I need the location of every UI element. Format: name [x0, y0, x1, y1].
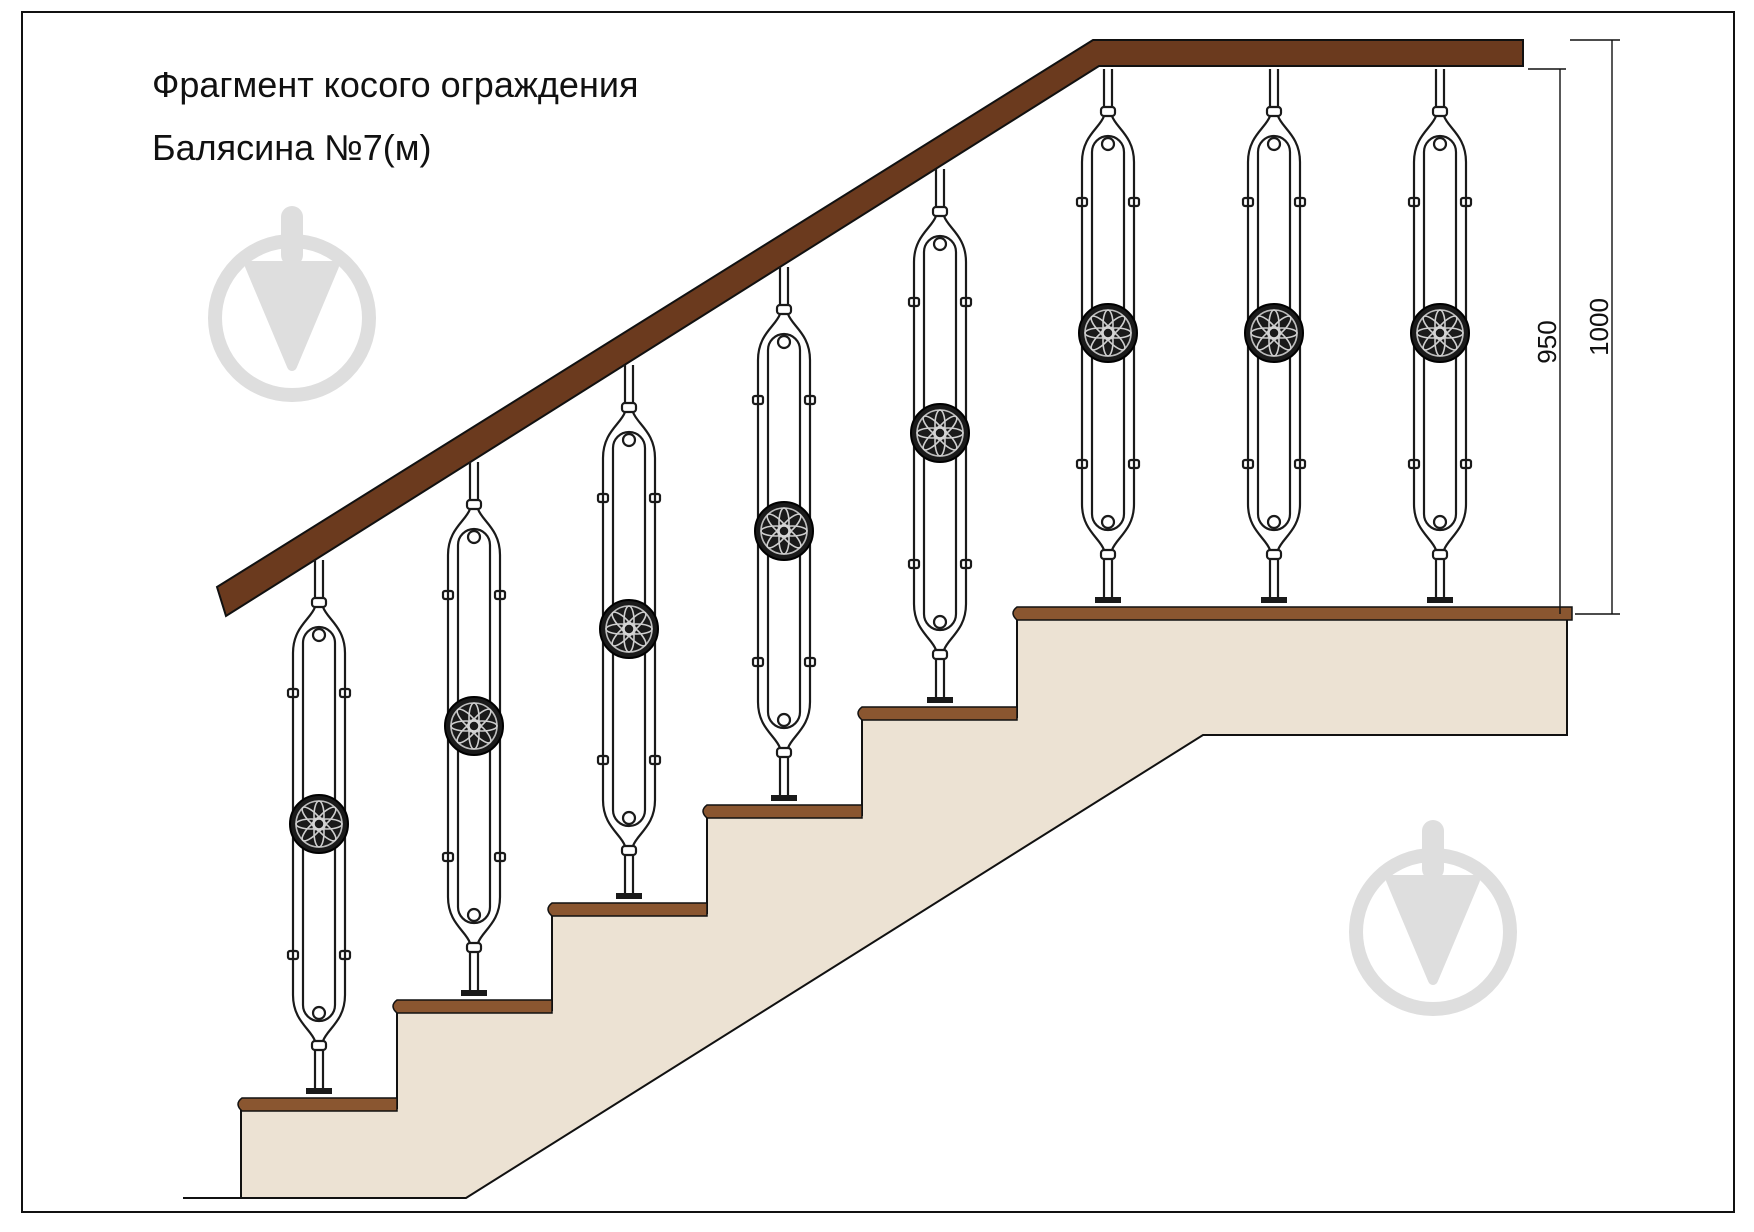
handrail [215, 39, 1524, 618]
tread-5 [857, 706, 1018, 721]
baluster-6 [1075, 69, 1141, 603]
baluster-4 [751, 267, 817, 801]
rosette-ornament [910, 403, 970, 463]
drawing-title: Фрагмент косого ограждения [152, 64, 638, 105]
rosette-ornament [1244, 303, 1304, 363]
drawing-frame [21, 11, 1735, 1213]
tread-4 [702, 804, 863, 819]
balusters [286, 69, 1473, 1094]
tread-2 [392, 999, 553, 1014]
rosette-ornament [599, 599, 659, 659]
dimension-lines [1528, 39, 1620, 615]
stair-treads [237, 606, 1573, 1112]
tread-3 [547, 902, 708, 917]
rosette-ornament [1410, 303, 1470, 363]
baluster-2 [441, 462, 507, 996]
baluster-5 [907, 169, 973, 703]
baluster-7 [1241, 69, 1307, 603]
staircase-body [240, 616, 1568, 1199]
baluster-3 [596, 365, 662, 899]
rosette-ornament [444, 696, 504, 756]
baluster-label: Балясина №7(м) [152, 127, 432, 168]
tread-landing [1012, 606, 1573, 621]
tread-1 [237, 1097, 398, 1112]
baluster-8 [1407, 69, 1473, 603]
watermark-left-icon [215, 206, 369, 395]
watermark-right-icon [1356, 820, 1510, 1009]
rosette-ornament [289, 794, 349, 854]
dim-label-outer: 1000 [1584, 298, 1614, 356]
rosette-ornament [754, 501, 814, 561]
rosette-ornament [1078, 303, 1138, 363]
baluster-1 [286, 560, 352, 1094]
dim-label-inner: 950 [1532, 320, 1562, 363]
